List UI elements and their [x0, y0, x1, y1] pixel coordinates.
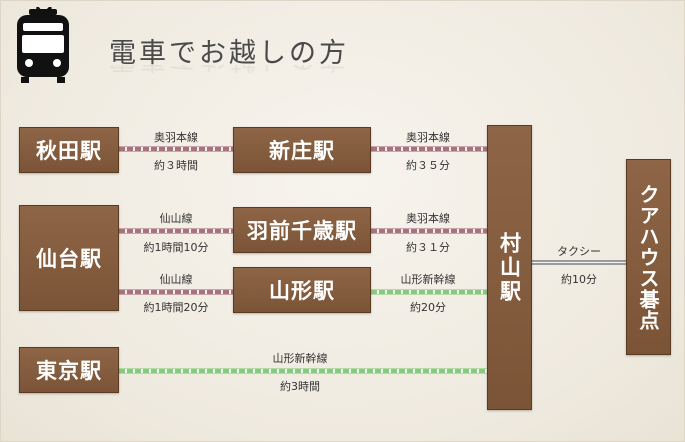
station-label: 村山駅: [497, 231, 522, 304]
route-time-label: 約1時間20分: [143, 301, 209, 314]
station-label: 仙台駅: [36, 247, 102, 271]
line-murayama-destination: [532, 260, 626, 265]
station-tokyo: 東京駅: [19, 347, 119, 393]
line-yamagata-murayama: [371, 289, 487, 295]
station-label: 新庄駅: [269, 139, 335, 163]
station-shinjo: 新庄駅: [233, 127, 371, 173]
station-murayama: 村山駅: [487, 125, 532, 410]
route-time-label: 約３１分: [406, 241, 450, 254]
line-shinjo-murayama: [371, 146, 487, 152]
station-label: 秋田駅: [36, 139, 102, 163]
page-title-reflection: 電車でお越しの方: [109, 65, 349, 81]
destination-kurhaus-goten: クアハウス碁点: [626, 159, 671, 355]
route-line-label: 仙山線: [159, 273, 193, 286]
line-sendai-yamagata: [119, 289, 233, 295]
line-chitose-murayama: [371, 228, 487, 234]
line-sendai-chitose: [119, 228, 233, 234]
route-line-label: 仙山線: [159, 212, 193, 225]
route-line-label: 山形新幹線: [400, 273, 456, 286]
station-label: 羽前千歳駅: [247, 219, 357, 243]
route-time-label: 約３時間: [154, 159, 198, 172]
route-time-label: 約20分: [410, 301, 446, 314]
destination-label: クアハウス碁点: [636, 183, 660, 331]
title-bar: 電車でお越しの方 電車でお越しの方: [1, 1, 684, 101]
route-line-label: 奥羽本線: [154, 131, 198, 144]
route-line-label: タクシー: [557, 245, 601, 258]
station-label: 東京駅: [36, 359, 102, 383]
route-time-label: 約３５分: [406, 159, 450, 172]
station-haguro-chitose: 羽前千歳駅: [233, 207, 371, 253]
route-line-label: 奥羽本線: [406, 131, 450, 144]
route-time-label: 約3時間: [280, 380, 320, 393]
line-akita-shinjo: [119, 146, 233, 152]
route-line-label: 奥羽本線: [406, 212, 450, 225]
station-akita: 秋田駅: [19, 127, 119, 173]
page-title: 電車でお越しの方: [109, 38, 349, 69]
route-time-label: 約1時間10分: [143, 241, 209, 254]
route-line-label: 山形新幹線: [272, 352, 328, 365]
station-sendai: 仙台駅: [19, 205, 119, 311]
route-time-label: 約10分: [561, 273, 597, 286]
train-icon: [17, 7, 69, 83]
line-tokyo-murayama: [119, 368, 487, 374]
station-label: 山形駅: [269, 279, 335, 303]
station-yamagata: 山形駅: [233, 267, 371, 313]
